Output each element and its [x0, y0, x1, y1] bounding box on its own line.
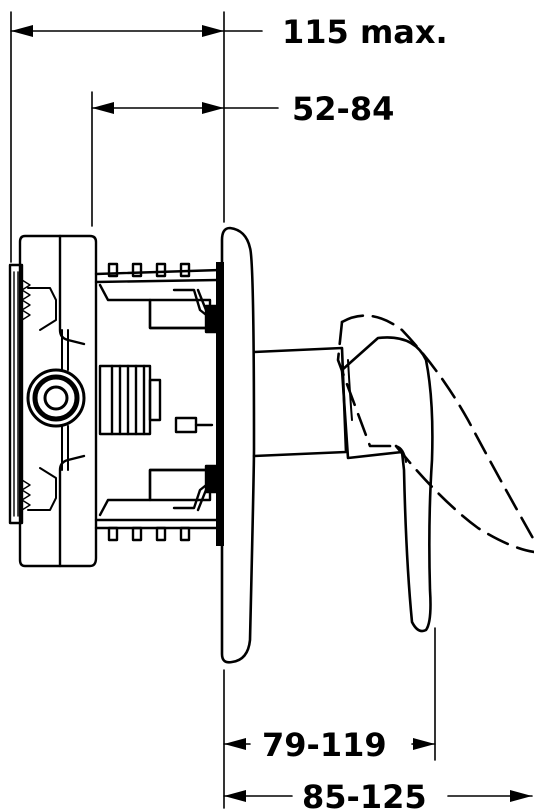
lever-handle	[252, 336, 434, 633]
dimension-79-119: 79-119	[223, 627, 436, 809]
mounting-body	[8, 234, 98, 568]
housing-frame	[94, 262, 222, 542]
dimension-label-52-84: 52-84	[292, 90, 394, 128]
cover-plate	[216, 226, 256, 664]
dimension-label-85-125: 85-125	[302, 778, 427, 812]
dimension-115-max: 115 max.	[10, 11, 448, 263]
dimension-label-115-max: 115 max.	[282, 13, 448, 51]
inlet-port	[26, 329, 86, 471]
dimension-label-79-119: 79-119	[262, 726, 387, 764]
lever-handle-alternate-position	[336, 314, 534, 554]
dimension-85-125: 85-125	[223, 778, 533, 812]
dimension-52-84: 52-84	[91, 90, 394, 227]
